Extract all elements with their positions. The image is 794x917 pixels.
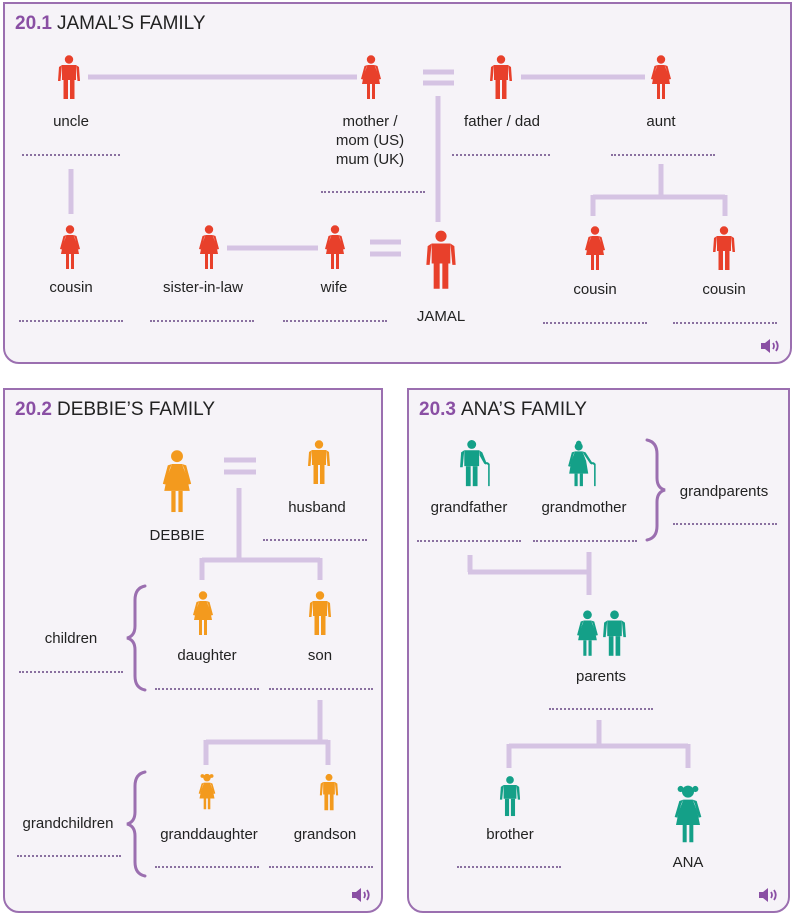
section-title: JAMAL’S FAMILY [56, 13, 206, 34]
son-label: son [307, 647, 333, 664]
grandfather-answer-line[interactable] [417, 540, 521, 542]
parents-figure-icon [575, 607, 627, 659]
speaker-icon[interactable] [758, 887, 780, 903]
grandparents-label: grandparents [679, 483, 769, 500]
son-answer-line[interactable] [269, 688, 373, 690]
cousin-female-figure-icon [583, 222, 607, 274]
grandchildren-answer-line[interactable] [17, 855, 121, 857]
grandmother-label: grandmother [541, 499, 627, 516]
aunt-figure-icon [649, 52, 673, 102]
children-answer-line[interactable] [19, 671, 123, 673]
ana-label: ANA [672, 854, 704, 871]
husband-label: husband [288, 499, 346, 516]
mother-label-line2: mom (US) [335, 132, 405, 149]
cousin-male-figure-icon [712, 222, 736, 274]
grandson-label: grandson [293, 826, 357, 843]
grandfather-label: grandfather [430, 499, 508, 516]
wife-label: wife [320, 279, 348, 296]
children-label: children [44, 630, 98, 647]
cousin-answer-line[interactable] [19, 320, 123, 322]
jamal-figure-icon [425, 222, 457, 297]
section-number: 20.3 [419, 399, 456, 420]
daughter-label: daughter [177, 647, 237, 664]
aunt-answer-line[interactable] [611, 154, 715, 156]
cousin-right-label: cousin [573, 281, 617, 298]
section-number: 20.1 [15, 13, 52, 34]
husband-answer-line[interactable] [263, 539, 367, 541]
cousin-figure-icon [58, 222, 82, 272]
section-title: DEBBIE’S FAMILY [56, 399, 216, 420]
ana-connector-lines [467, 438, 691, 768]
grandson-figure-icon [319, 771, 339, 813]
aunt-label: aunt [646, 113, 676, 130]
cousin-label: cousin [49, 279, 93, 296]
uncle-answer-line[interactable] [22, 154, 120, 156]
brother-figure-icon [499, 773, 521, 819]
mother-label-line3: mum (UK) [335, 151, 405, 168]
grandmother-figure-icon [566, 438, 602, 488]
speaker-icon[interactable] [351, 887, 373, 903]
grandchildren-label: grandchildren [22, 815, 114, 832]
husband-figure-icon [307, 436, 331, 488]
father-answer-line[interactable] [452, 154, 550, 156]
granddaughter-label: granddaughter [160, 826, 258, 843]
parents-label: parents [575, 668, 627, 685]
daughter-answer-line[interactable] [155, 688, 259, 690]
father-figure-icon [489, 52, 513, 102]
cousin-right-answer-line[interactable] [543, 322, 647, 324]
brother-answer-line[interactable] [457, 866, 561, 868]
sister-in-law-label: sister-in-law [162, 279, 244, 296]
jamal-label: JAMAL [416, 308, 466, 325]
debbie-connector-lines [126, 457, 331, 878]
sister-in-law-figure-icon [197, 222, 221, 272]
father-label: father / dad [464, 113, 540, 130]
granddaughter-answer-line[interactable] [155, 866, 259, 868]
brother-label: brother [486, 826, 534, 843]
jamal-connector-lines [68, 69, 728, 257]
debbie-figure-icon [160, 442, 194, 520]
cousin-right-label: cousin [702, 281, 746, 298]
section-number: 20.2 [15, 399, 52, 420]
grandparents-answer-line[interactable] [673, 523, 777, 525]
ana-figure-icon [672, 780, 704, 846]
parents-answer-line[interactable] [549, 708, 653, 710]
speaker-icon[interactable] [760, 338, 782, 354]
daughter-figure-icon [191, 588, 215, 638]
wife-answer-line[interactable] [283, 320, 387, 322]
mother-label-line1: mother / [342, 113, 398, 130]
granddaughter-figure-icon [197, 771, 217, 811]
cousin-right-answer-line[interactable] [673, 322, 777, 324]
section-title: ANA’S FAMILY [460, 399, 587, 420]
grandmother-answer-line[interactable] [533, 540, 637, 542]
grandson-answer-line[interactable] [269, 866, 373, 868]
mother-answer-line[interactable] [321, 191, 425, 193]
son-figure-icon [308, 586, 332, 640]
mother-figure-icon [359, 52, 383, 102]
wife-figure-icon [323, 222, 347, 272]
grandfather-figure-icon [459, 438, 495, 488]
uncle-figure-icon [57, 52, 81, 102]
uncle-label: uncle [53, 113, 89, 130]
sister-in-law-answer-line[interactable] [150, 320, 254, 322]
debbie-label: DEBBIE [149, 527, 205, 544]
